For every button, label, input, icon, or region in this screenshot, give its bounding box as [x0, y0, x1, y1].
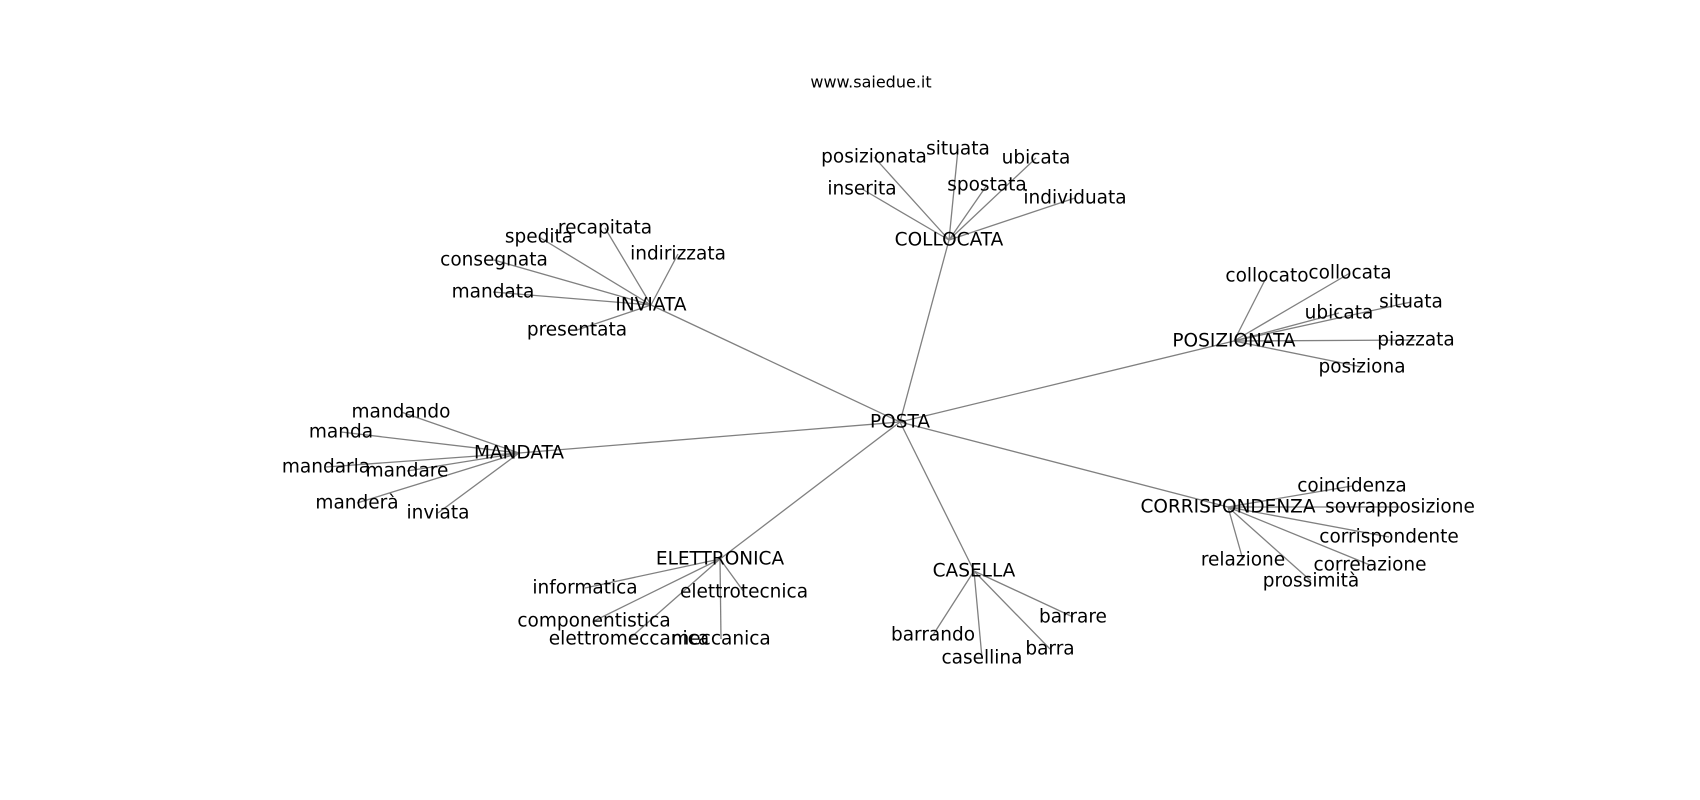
edge-hub-to-word: [325, 452, 520, 468]
edge-hub-to-word: [932, 570, 975, 636]
edge-hub-to-word: [604, 227, 652, 306]
word-node-label: inserita: [827, 179, 896, 200]
hub-node-label: COLLOCATA: [895, 230, 1004, 251]
word-node-label: ubicata: [1305, 303, 1374, 324]
word-node-label: manderà: [315, 493, 398, 514]
edge-center-to-hub: [719, 421, 901, 560]
edge-hub-to-word: [650, 253, 679, 306]
word-node-label: mandata: [452, 282, 535, 303]
edge-center-to-hub: [899, 421, 1229, 508]
word-node-label: indirizzata: [630, 244, 726, 265]
edge-hub-to-word: [576, 304, 652, 331]
edge-hub-to-word: [1227, 485, 1353, 508]
edge-hub-to-word: [1233, 312, 1340, 342]
hub-node-label: CASELLA: [933, 561, 1016, 582]
word-node-label: mandando: [352, 402, 451, 423]
word-node-label: elettromeccanica: [549, 629, 709, 650]
word-node-label: inviata: [407, 503, 470, 524]
word-node-label: correlazione: [1313, 555, 1426, 576]
edge-hub-to-word: [1227, 506, 1312, 582]
word-node-label: casellina: [941, 648, 1022, 669]
edge-hub-to-word: [628, 558, 721, 640]
hub-node-label: ELETTRONICA: [656, 549, 785, 570]
word-node-label: barrare: [1039, 607, 1107, 628]
edge-hub-to-word: [356, 452, 520, 504]
word-node-label: situata: [926, 139, 990, 160]
edge-center-to-hub: [650, 304, 901, 423]
word-node-label: corrispondente: [1319, 527, 1458, 548]
edge-hub-to-word: [1233, 301, 1412, 342]
word-node-label: posizionata: [821, 147, 927, 168]
edge-hub-to-word: [873, 156, 950, 241]
word-node-label: ubicata: [1002, 148, 1071, 169]
edge-center-to-hub: [899, 239, 950, 423]
edge-hub-to-word: [406, 452, 520, 472]
word-node-label: barra: [1025, 639, 1074, 660]
word-node-label: recapitata: [558, 218, 652, 239]
edge-hub-to-word: [1233, 272, 1351, 342]
word-node-label: componentistica: [517, 611, 670, 632]
word-node-label: collocata: [1308, 263, 1391, 284]
edge-hub-to-word: [1233, 275, 1268, 342]
edge-hub-to-word: [1227, 506, 1390, 538]
word-node-label: manda: [309, 422, 373, 443]
edge-hub-to-word: [1233, 340, 1363, 368]
word-node-label: individuata: [1023, 188, 1126, 209]
edge-hub-to-word: [340, 431, 520, 454]
word-node-label: spostata: [947, 175, 1027, 196]
edge-hub-to-word: [492, 291, 652, 306]
hub-node-label: MANDATA: [474, 443, 564, 464]
edge-hub-to-word: [1227, 506, 1244, 561]
word-node-label: relazione: [1201, 550, 1285, 571]
edge-hub-to-word: [973, 570, 983, 659]
word-node-label: spedita: [505, 227, 573, 248]
edge-hub-to-word: [973, 570, 1074, 618]
watermark-text: www.saiedue.it: [810, 73, 931, 92]
word-node-label: elettrotecnica: [680, 582, 808, 603]
word-node-label: piazzata: [1377, 330, 1455, 351]
edge-hub-to-word: [948, 197, 1076, 241]
edge-hub-to-word: [400, 411, 520, 454]
word-node-label: presentata: [527, 320, 627, 341]
word-node-label: meccanica: [671, 629, 770, 650]
edge-hub-to-word: [437, 452, 520, 514]
graph-labels: www.saiedue.it POSTA COLLOCATA posizionata…: [282, 73, 1475, 669]
edge-center-to-hub: [518, 421, 901, 454]
edge-center-to-hub: [899, 340, 1235, 423]
edge-hub-to-word: [1233, 339, 1417, 342]
edge-hub-to-word: [948, 157, 1037, 241]
edge-hub-to-word: [948, 148, 959, 241]
graph-edges: [325, 148, 1417, 659]
word-node-label: mandare: [366, 461, 449, 482]
word-node-label: consegnata: [440, 250, 548, 271]
word-node-label: barrando: [891, 625, 975, 646]
edge-center-to-hub: [899, 421, 975, 572]
word-node-label: posiziona: [1318, 357, 1405, 378]
word-node-label: prossimità: [1263, 571, 1359, 592]
center-node-label: POSTA: [870, 412, 930, 433]
word-node-label: informatica: [532, 578, 637, 599]
edge-hub-to-word: [719, 558, 745, 593]
edge-hub-to-word: [538, 236, 652, 306]
word-node-label: collocato: [1225, 266, 1308, 287]
edge-hub-to-word: [948, 184, 988, 241]
hub-node-label: CORRISPONDENZA: [1140, 497, 1315, 518]
edge-hub-to-word: [593, 558, 721, 622]
word-node-label: situata: [1379, 292, 1443, 313]
word-node-label: sovrapposizione: [1325, 497, 1475, 518]
word-node-label: coincidenza: [1297, 476, 1407, 497]
edge-hub-to-word: [719, 558, 722, 640]
edge-hub-to-word: [973, 570, 1051, 650]
hub-node-label: INVIATA: [615, 295, 686, 316]
edge-hub-to-word: [861, 188, 950, 241]
hub-node-label: POSIZIONATA: [1172, 331, 1296, 352]
word-node-label: mandarla: [282, 457, 370, 478]
edge-hub-to-word: [493, 259, 652, 306]
edge-hub-to-word: [584, 558, 721, 589]
edge-hub-to-word: [1227, 506, 1371, 566]
